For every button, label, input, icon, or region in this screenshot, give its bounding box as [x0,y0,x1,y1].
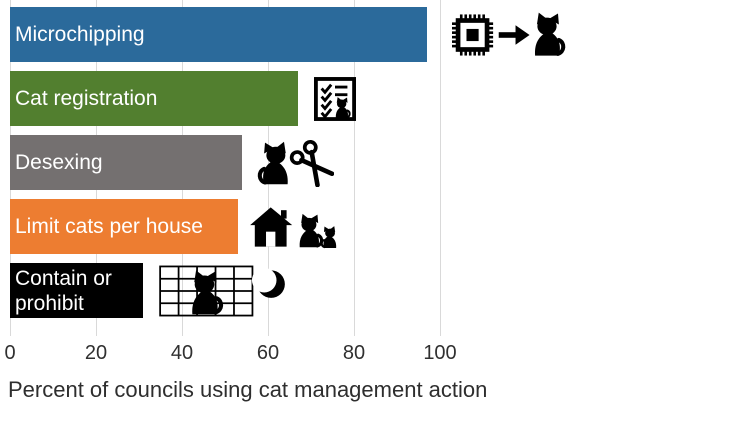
microchip-to-cat-icon [452,10,566,59]
bar-label-cat-registration: Cat registration [15,87,158,110]
bar-row-cat-registration: Cat registration [10,71,754,126]
bar-row-limit-cats-per-house: Limit cats per house [10,199,754,254]
bar-row-desexing: Desexing [10,135,754,190]
x-tick-label-20: 20 [84,342,108,364]
cat-and-scissors-icon [254,139,335,187]
registration-checklist-icon [314,76,357,121]
x-tick-label-60: 60 [256,342,280,364]
x-tick-label-100: 100 [423,342,457,364]
x-tick-label-40: 40 [170,342,194,364]
bar-cat-registration: Cat registration [10,71,299,126]
bar-label-contain-or-prohibit: Contain or prohibit [15,266,112,315]
bar-contain-or-prohibit: Contain or prohibit [10,263,144,318]
bar-label-desexing: Desexing [15,151,103,174]
bar-limit-cats-per-house: Limit cats per house [10,199,238,254]
bar-label-microchipping: Microchipping [15,23,145,46]
caged-cat-and-moon-icon [159,263,286,318]
bar-microchipping: Microchipping [10,7,428,62]
house-and-cats-icon [250,205,340,249]
gridline-100 [440,0,441,336]
bar-desexing: Desexing [10,135,243,190]
bar-label-limit-cats-per-house: Limit cats per house [15,215,203,238]
x-tick-label-0: 0 [4,342,16,364]
bar-row-contain-or-prohibit: Contain or prohibit [10,263,754,318]
plot-area: Microchipping Cat registration Desexing [10,0,455,336]
bar-row-microchipping: Microchipping [10,7,754,62]
x-axis-label: Percent of councils using cat management… [8,377,488,402]
x-tick-label-80: 80 [342,342,366,364]
gridline-80 [354,0,355,336]
